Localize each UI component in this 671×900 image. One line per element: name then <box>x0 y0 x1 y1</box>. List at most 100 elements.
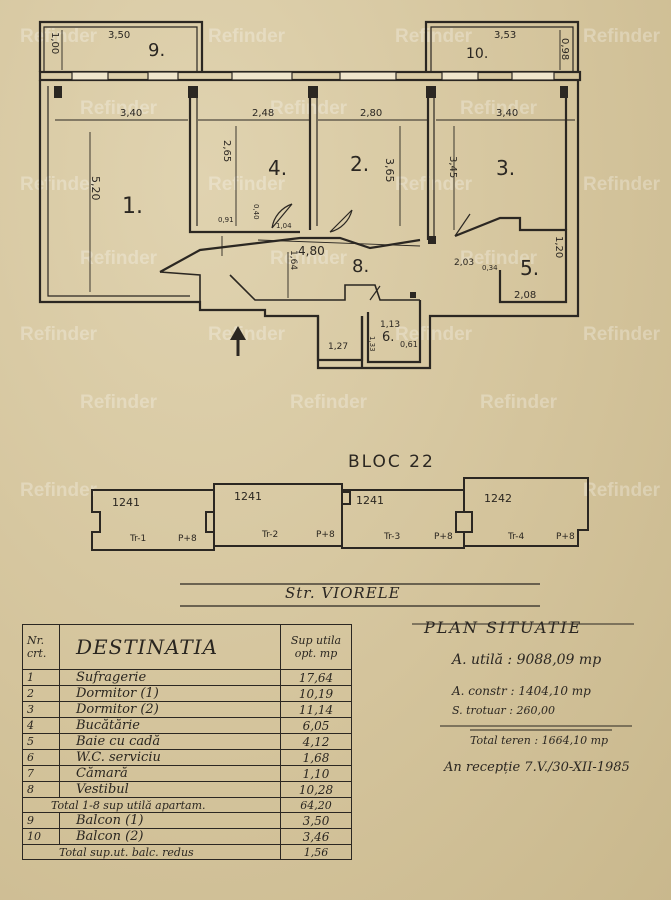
total-label: Total sup.ut. balc. redus <box>22 844 281 860</box>
dim-label: 2,65 <box>221 140 232 163</box>
row-nr: 3 <box>22 701 60 718</box>
area-utila: A. utilă : 9088,09 mp <box>452 652 602 668</box>
dim-label: 3,40 <box>496 108 519 119</box>
table-total-row: Total 1-8 sup utilă apartam. 64,20 <box>22 797 352 813</box>
header-destinatia: DESTINATIA <box>59 624 281 670</box>
header-sup: Sup utila opt. mp <box>280 624 352 670</box>
unit-suffix: P+8 <box>556 532 575 542</box>
row-value: 4,12 <box>280 733 352 750</box>
row-nr: 5 <box>22 733 60 750</box>
unit-code: 1242 <box>484 492 512 505</box>
unit-suffix: P+8 <box>316 530 335 540</box>
unit-label: Tr-2 <box>262 530 279 540</box>
row-value: 3,50 <box>280 812 352 829</box>
unit-suffix: P+8 <box>178 534 197 544</box>
dim-label: 2,08 <box>514 290 537 301</box>
row-name: Dormitor (1) <box>59 685 281 702</box>
row-name: Sufragerie <box>59 669 281 686</box>
row-nr: 4 <box>22 717 60 734</box>
row-nr: 7 <box>22 765 60 782</box>
dim-label: 3,53 <box>494 30 517 41</box>
room-number: 5. <box>520 256 540 280</box>
row-value: 3,46 <box>280 828 352 845</box>
total-value: 1,56 <box>280 844 352 860</box>
dim-label: 0,40 <box>252 204 260 220</box>
row-name: Baie cu cadă <box>59 733 281 750</box>
row-nr: 10 <box>22 828 60 845</box>
dim-label: 0,34 <box>482 264 498 272</box>
room-number: 8. <box>352 256 370 277</box>
total-value: 64,20 <box>280 797 352 813</box>
dim-label: 3,50 <box>108 30 131 41</box>
row-name: Balcon (2) <box>59 828 281 845</box>
unit-suffix: P+8 <box>434 532 453 542</box>
row-value: 10,28 <box>280 781 352 798</box>
room-number: 6. <box>382 330 395 345</box>
room-number: 3. <box>496 156 516 180</box>
reception-year: An recepție 7.V./30-XII-1985 <box>444 760 630 775</box>
row-nr: 6 <box>22 749 60 766</box>
dim-label: 3,45 <box>447 156 458 179</box>
table-header: Nr. crt. DESTINATIA Sup utila opt. mp <box>22 624 352 670</box>
dim-label: 5,20 <box>89 176 102 201</box>
unit-label: Tr-4 <box>508 532 525 542</box>
dim-label: 1,20 <box>553 236 564 259</box>
header-nr: Nr. crt. <box>22 624 60 670</box>
bloc-title: BLOC 22 <box>348 452 435 472</box>
dim-label: 2,80 <box>360 108 383 119</box>
situatie-title: PLAN SITUATIE <box>424 618 583 637</box>
total-label: Total 1-8 sup utilă apartam. <box>22 797 281 813</box>
dim-label: 2,48 <box>252 108 275 119</box>
row-nr: 2 <box>22 685 60 702</box>
dim-label: 0,91 <box>218 216 234 224</box>
dim-label: 3,65 <box>383 158 396 183</box>
row-value: 6,05 <box>280 717 352 734</box>
dim-label: 3,40 <box>120 108 143 119</box>
total-land: Total teren : 1664,10 mp <box>470 734 609 747</box>
row-value: 10,19 <box>280 685 352 702</box>
row-value: 1,10 <box>280 765 352 782</box>
dim-label: 1,04 <box>276 222 292 230</box>
unit-code: 1241 <box>112 496 140 509</box>
unit-label: Tr-1 <box>130 534 147 544</box>
dim-label: 4,80 <box>298 244 325 258</box>
dim-label: 2,03 <box>454 258 475 268</box>
sidewalk-area: S. trotuar : 260,00 <box>452 704 555 717</box>
unit-code: 1241 <box>234 490 262 503</box>
room-number: 1. <box>122 194 143 219</box>
dim-label: 1,00 <box>49 32 60 55</box>
dim-label: 1,27 <box>328 342 349 352</box>
row-name: Dormitor (2) <box>59 701 281 718</box>
area-constructed: A. constr : 1404,10 mp <box>452 684 591 698</box>
room-number: 9. <box>148 40 166 61</box>
dim-label: 0,61 <box>400 340 418 349</box>
row-nr: 1 <box>22 669 60 686</box>
room-number: 4. <box>268 156 288 180</box>
dim-label: 0,98 <box>559 38 570 61</box>
row-name: Bucătărie <box>59 717 281 734</box>
dim-label: 1,33 <box>368 336 376 352</box>
row-value: 17,64 <box>280 669 352 686</box>
row-name: Vestibul <box>59 781 281 798</box>
row-value: 1,68 <box>280 749 352 766</box>
room-number: 2. <box>350 152 370 176</box>
row-name: W.C. serviciu <box>59 749 281 766</box>
street-name: Str. VIORELE <box>285 584 401 602</box>
dim-label: 1,64 <box>288 250 298 271</box>
dim-label: 1,13 <box>380 320 401 330</box>
row-nr: 8 <box>22 781 60 798</box>
room-number: 10. <box>466 46 489 62</box>
table-total-row: Total sup.ut. balc. redus 1,56 <box>22 844 352 860</box>
